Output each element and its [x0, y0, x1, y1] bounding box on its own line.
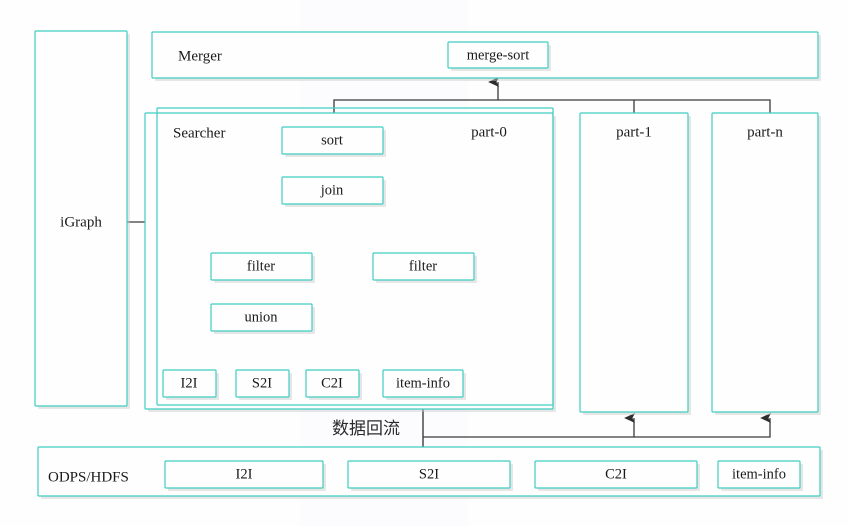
node-leaf-c2i-label: C2I: [321, 375, 343, 391]
node-filter-right-label: filter: [409, 258, 437, 274]
node-leaf-item-info-label: item-info: [396, 375, 450, 391]
data-backflow-caption: 数据回流: [332, 419, 400, 439]
storage-table-c2i-label: C2I: [605, 466, 627, 482]
node-union-label: union: [244, 309, 278, 325]
container-merger-label: Merger: [178, 48, 222, 64]
node-leaf-s2i[interactable]: S2I: [235, 369, 292, 400]
node-leaf-i2i-label: I2I: [181, 375, 198, 391]
node-leaf-c2i[interactable]: C2I: [305, 369, 362, 400]
container-igraph-label: iGraph: [60, 214, 102, 230]
container-part-n[interactable]: part-n: [711, 112, 821, 415]
node-leaf-s2i-label: S2I: [252, 375, 272, 391]
container-storage-label: ODPS/HDFS: [48, 469, 129, 485]
storage-table-s2i[interactable]: S2I: [347, 460, 513, 491]
container-searcher-label: Searcher: [173, 125, 225, 141]
container-part-1-label: part-1: [616, 124, 652, 140]
storage-table-c2i[interactable]: C2I: [534, 460, 700, 491]
storage-table-s2i-label: S2I: [419, 466, 439, 482]
storage-table-i2i-label: I2I: [236, 466, 253, 482]
node-filter-right[interactable]: filter: [372, 252, 477, 283]
container-igraph[interactable]: iGraph: [34, 30, 130, 409]
node-leaf-i2i[interactable]: I2I: [162, 369, 219, 400]
container-part-0[interactable]: part-0: [144, 112, 556, 412]
node-leaf-item-info[interactable]: item-info: [382, 369, 466, 400]
container-part-0-label: part-0: [471, 124, 507, 140]
node-join-label: join: [320, 182, 344, 198]
storage-table-item-info-label: item-info: [732, 466, 786, 482]
node-join[interactable]: join: [281, 176, 386, 207]
container-part-1[interactable]: part-1: [579, 112, 691, 415]
node-filter-left-label: filter: [247, 258, 275, 274]
container-searcher[interactable]: Searcher: [156, 107, 554, 406]
container-part-n-label: part-n: [747, 124, 783, 140]
node-merge-sort-label: merge-sort: [467, 47, 530, 63]
node-merge-sort[interactable]: merge-sort: [447, 41, 551, 71]
connector-parts-to-merger: [333, 77, 771, 113]
node-sort-label: sort: [321, 132, 343, 148]
node-union[interactable]: union: [210, 303, 315, 334]
node-sort[interactable]: sort: [281, 126, 386, 157]
storage-table-item-info[interactable]: item-info: [717, 460, 803, 491]
storage-table-i2i[interactable]: I2I: [164, 460, 326, 491]
node-filter-left[interactable]: filter: [210, 252, 315, 283]
